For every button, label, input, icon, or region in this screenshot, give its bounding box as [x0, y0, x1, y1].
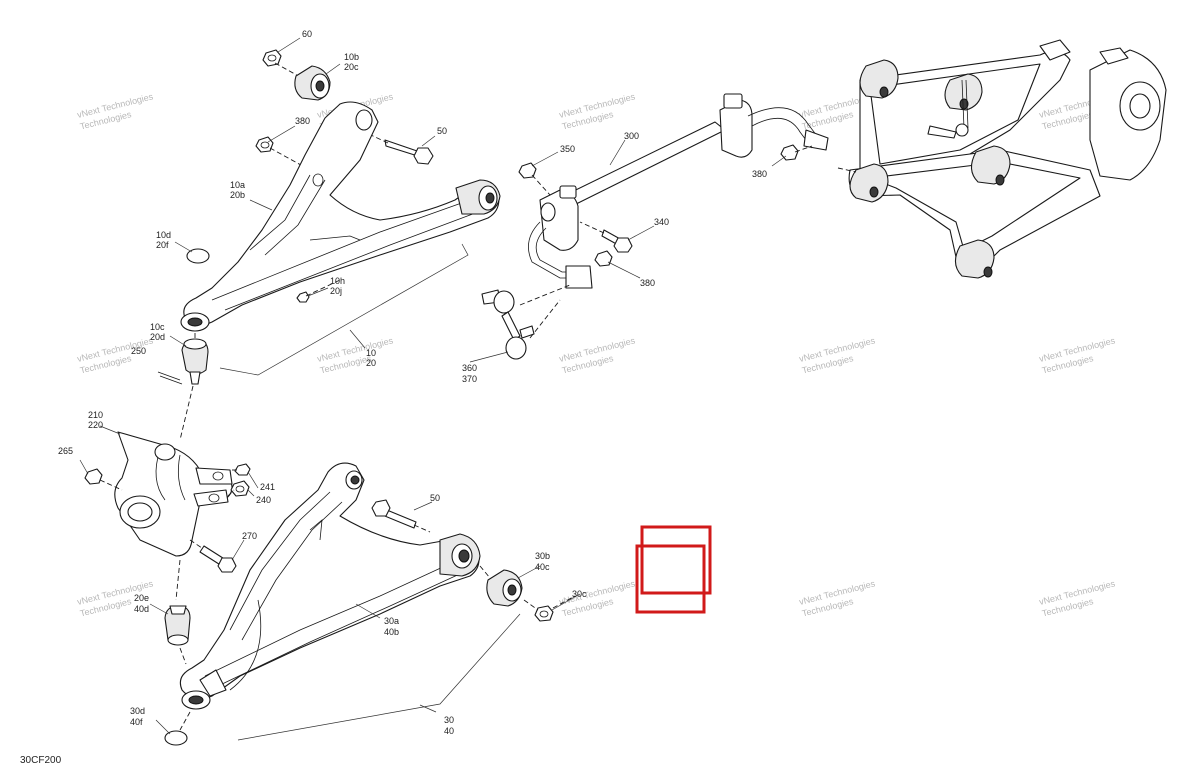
nut-60 [262, 49, 282, 67]
knuckle-assembly [84, 431, 251, 601]
callout-label: 10 [366, 348, 376, 358]
callout-label: 30 [444, 715, 454, 725]
callout-label: 10h [330, 276, 345, 286]
callout-label: 30b [535, 551, 550, 561]
bolt-270 [199, 545, 237, 573]
snap-ring-30d [164, 730, 188, 746]
stabilizer-bar-assembly [481, 93, 829, 360]
nut-30c [534, 605, 554, 622]
callout-label: 40b [384, 627, 399, 637]
callout-label: 50 [430, 493, 440, 503]
callout-label: 250 [131, 346, 146, 356]
bolt-50-low [371, 499, 417, 529]
highlight-boxes [635, 525, 712, 614]
callout-label: 300 [624, 131, 639, 141]
callout-label: 40 [444, 726, 454, 736]
bolt-50-top [384, 139, 434, 165]
callout-label: 40c [535, 562, 550, 572]
callout-label: 10c [150, 322, 165, 332]
callout-label: 241 [260, 482, 275, 492]
callout-label: 30c [572, 589, 587, 599]
callout-label: 40f [130, 717, 143, 727]
callout-label: 380 [295, 116, 310, 126]
callout-label: 20e [134, 593, 149, 603]
callout-label: 10a [230, 180, 245, 190]
callout-label: 265 [58, 446, 73, 456]
callout-leaders [79, 37, 787, 735]
stabilizer-link-360 [481, 289, 535, 360]
snap-ring-10d [186, 248, 210, 264]
ball-joint-10c [181, 338, 209, 385]
callout-label: 20f [156, 240, 169, 250]
ball-joint-20e [164, 605, 191, 646]
callout-label: 360 [462, 363, 477, 373]
nut-350 [518, 162, 537, 179]
highlight-box-front [635, 544, 706, 614]
callout-label: 380 [640, 278, 655, 288]
lower-a-arm-assembly [164, 462, 576, 746]
nut-240 [230, 480, 250, 497]
callout-label: 60 [302, 29, 312, 39]
callout-label: 10d [156, 230, 171, 240]
cotter-pin-250 [157, 371, 183, 385]
callout-label: 350 [560, 144, 575, 154]
callout-label: 50 [437, 126, 447, 136]
callout-label: 10b [344, 52, 359, 62]
callout-label: 20b [230, 190, 245, 200]
nut-380-low [594, 250, 613, 267]
callout-label: 340 [654, 217, 669, 227]
diagram-code: 30CF200 [20, 755, 62, 766]
callout-label: 20c [344, 62, 359, 72]
nut-380-top [255, 136, 274, 153]
callout-label: 20 [366, 358, 376, 368]
callout-label: 30a [384, 616, 399, 626]
callout-label: 40d [134, 604, 149, 614]
callout-label: 20j [330, 286, 342, 296]
bolt-265 [84, 468, 103, 485]
bushing-10b [294, 65, 331, 101]
callout-label: 220 [88, 420, 103, 430]
callout-labels: 60 10b 20c 50 380 10a 20b 10d 20f 10h 20… [58, 29, 767, 736]
callout-label: 30d [130, 706, 145, 716]
nut-241 [234, 463, 251, 476]
callout-label: 270 [242, 531, 257, 541]
assembled-suspension-view [837, 39, 1167, 279]
highlight-box-back [640, 525, 712, 595]
callout-label: 370 [462, 374, 477, 384]
callout-label: 210 [88, 410, 103, 420]
bushing-30b [486, 569, 523, 607]
nut-10h [296, 291, 310, 303]
callout-label: 20d [150, 332, 165, 342]
callout-label: 240 [256, 495, 271, 505]
upper-a-arm-assembly [157, 49, 501, 441]
callout-label: 380 [752, 169, 767, 179]
